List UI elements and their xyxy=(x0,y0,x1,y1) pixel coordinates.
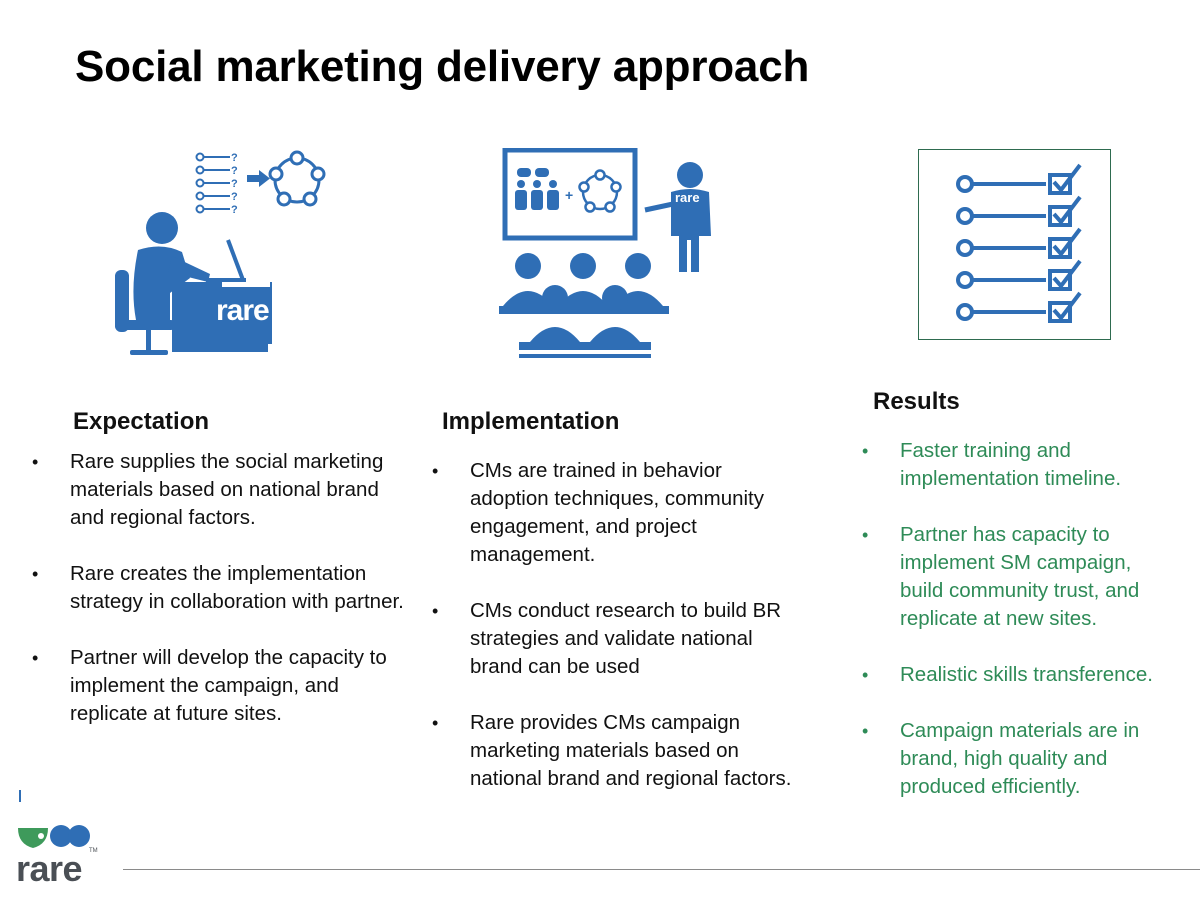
list-item: Faster training and implementation timel… xyxy=(862,437,1178,493)
desk-label: rare xyxy=(216,294,269,327)
plus-sign: + xyxy=(565,187,573,203)
trademark-label: TM xyxy=(89,848,98,854)
list-item: Partner will develop the capacity to imp… xyxy=(32,644,412,728)
question-mark: ? xyxy=(231,191,238,203)
implementation-list: CMs are trained in behavior adoption tec… xyxy=(432,457,794,821)
results-list: Faster training and implementation timel… xyxy=(862,437,1178,829)
question-mark: ? xyxy=(231,204,238,216)
rare-logo-mark-icon xyxy=(18,825,90,848)
implementation-heading: Implementation xyxy=(442,408,620,435)
person-at-desk-laptop-icon: ? ? ? ? ? xyxy=(115,150,326,355)
results-heading: Results xyxy=(873,388,960,415)
list-item: Rare creates the implementation strategy… xyxy=(32,560,412,616)
footer-divider xyxy=(123,869,1200,870)
list-item: Campaign materials are in brand, high qu… xyxy=(862,717,1178,801)
question-mark: ? xyxy=(231,178,238,190)
list-item: Realistic skills transference. xyxy=(862,661,1178,689)
list-item: Rare supplies the social marketing mater… xyxy=(32,448,412,532)
list-item: CMs conduct research to build BR strateg… xyxy=(432,597,794,681)
slide-title: Social marketing delivery approach xyxy=(75,42,810,91)
question-mark: ? xyxy=(231,165,238,177)
question-mark: ? xyxy=(231,152,238,164)
presentation-classroom-icon: + rare xyxy=(499,148,711,358)
checklist-icon xyxy=(918,149,1111,340)
expectation-list: Rare supplies the social marketing mater… xyxy=(32,448,412,756)
list-item: Rare provides CMs campaign marketing mat… xyxy=(432,709,794,793)
list-item: CMs are trained in behavior adoption tec… xyxy=(432,457,794,569)
rare-logo-text: rare xyxy=(16,848,83,889)
expectation-heading: Expectation xyxy=(73,408,210,435)
list-item: Partner has capacity to implement SM cam… xyxy=(862,521,1178,633)
presenter-label: rare xyxy=(675,190,700,205)
slide-marker xyxy=(19,790,21,802)
